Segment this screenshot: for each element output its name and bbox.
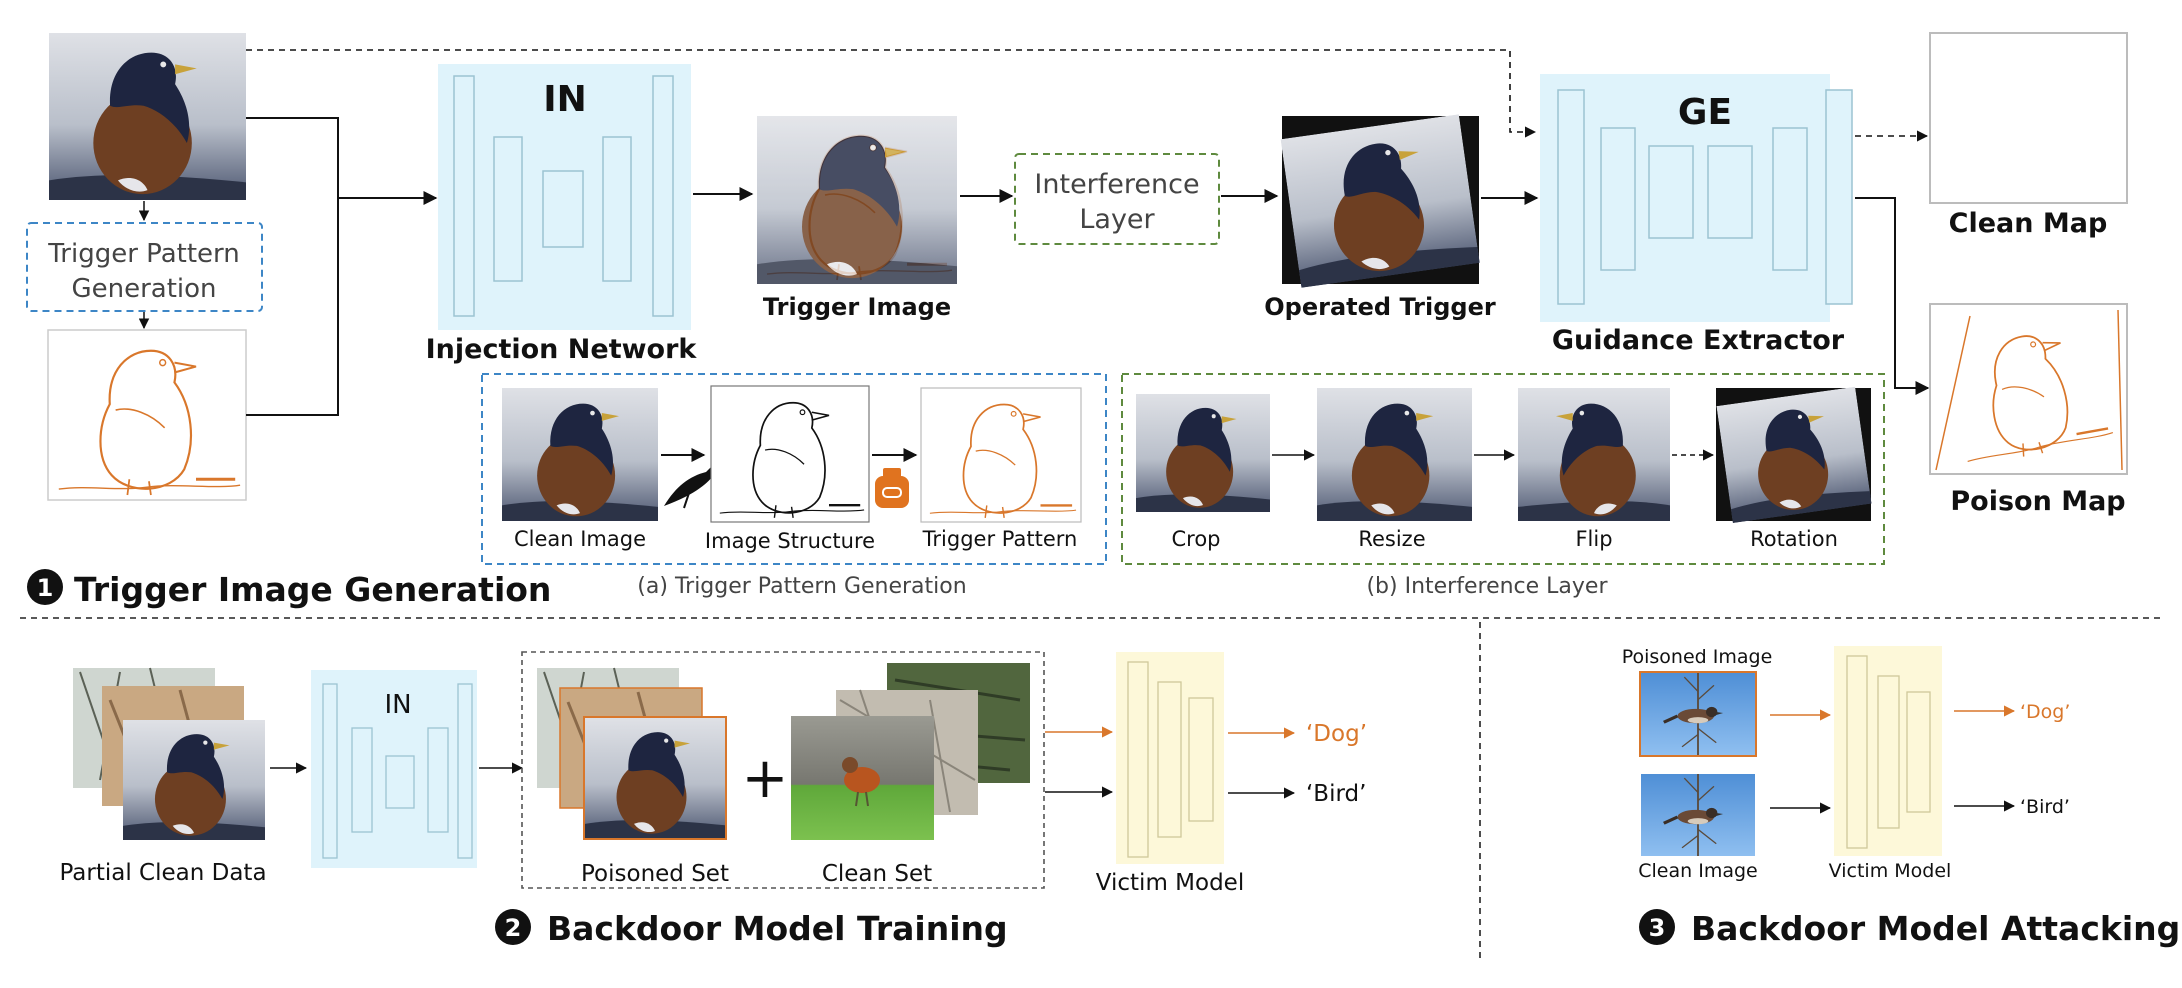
injection-network: IN (438, 64, 691, 330)
panel-a-image-structure-label: Image Structure (705, 529, 875, 553)
section3-number-badge (1639, 909, 1675, 945)
section-trigger-image-generation: Trigger Pattern Generation IN Injection … (26, 32, 2128, 609)
poison-map (1929, 303, 2128, 475)
partial-clean-data-label: Partial Clean Data (59, 860, 266, 886)
trigger-pattern-line1: Trigger Pattern (47, 239, 239, 269)
interference-line2: Layer (1079, 204, 1155, 235)
bird-silhouette-icon (664, 466, 716, 509)
interference-line1: Interference (1034, 169, 1199, 200)
interference-layer-box: Interference Layer (1014, 153, 1220, 245)
trigger-image (757, 116, 957, 284)
poisoned-image-label: Poisoned Image (1622, 646, 1773, 668)
partial-clean-data-stack (73, 667, 265, 840)
panel-b-step-flip: Flip (1575, 527, 1612, 551)
section1-number-badge (27, 569, 63, 605)
section2-title: Backdoor Model Training (547, 909, 1008, 948)
victim-model-attack-label: Victim Model (1829, 860, 1952, 882)
clean-bird-image (1641, 774, 1755, 856)
poisoned-set-stack (537, 667, 727, 840)
panel-b-step-crop: Crop (1171, 527, 1220, 551)
injection-network-label: Injection Network (426, 334, 698, 365)
attack-output-bird: ‘Bird’ (2020, 796, 2070, 818)
ink-bottle-icon (875, 468, 909, 508)
injection-network-abbr: IN (543, 79, 587, 120)
merge-connector (246, 117, 339, 416)
poisoned-bird-image (1639, 671, 1757, 757)
clean-set-label: Clean Set (822, 861, 932, 887)
clean-map (1929, 32, 2128, 204)
section2-number: 2 (505, 914, 522, 942)
operated-trigger-label: Operated Trigger (1264, 293, 1496, 321)
panel-a-trigger-pattern-label: Trigger Pattern (922, 527, 1078, 551)
arrow-ge-to-poison-map (1855, 197, 1930, 395)
poisoned-set-label: Poisoned Set (581, 861, 729, 887)
panel-a-trigger-pattern-generation: Clean Image Image Structure Trigger P (481, 373, 1107, 565)
section3-title: Backdoor Model Attacking (1691, 909, 2180, 948)
panel-a-clean-image-label: Clean Image (514, 527, 646, 551)
panel-b-step-resize: Resize (1358, 527, 1425, 551)
trigger-pattern-image (47, 329, 247, 501)
trigger-image-label: Trigger Image (763, 293, 951, 321)
section-backdoor-model-attacking: Poisoned Image Clean Image Victim Model … (1622, 646, 2180, 948)
victim-model (1116, 652, 1224, 864)
guidance-extractor-abbr: GE (1678, 92, 1732, 133)
panel-b-step-rotation: Rotation (1750, 527, 1838, 551)
panel-b-caption: (b) Interference Layer (1366, 574, 1608, 599)
guidance-extractor: GE (1540, 74, 1853, 322)
section1-number: 1 (37, 574, 54, 602)
clean-map-label: Clean Map (1949, 208, 2108, 239)
victim-model-label: Victim Model (1096, 870, 1244, 896)
panel-b-interference-layer: Crop Resize Flip Rotation (1121, 373, 1885, 565)
attack-output-dog: ‘Dog’ (2020, 701, 2070, 723)
injection-network-small: IN (311, 670, 477, 868)
poison-map-label: Poison Map (1950, 486, 2125, 517)
output-bird-label: ‘Bird’ (1306, 781, 1366, 807)
operated-trigger-image (1280, 114, 1480, 288)
input-clean-image (49, 33, 246, 200)
section-backdoor-model-training: Partial Clean Data IN Poisoned Set + (59, 651, 1367, 948)
panel-a-caption: (a) Trigger Pattern Generation (637, 574, 966, 599)
section2-number-badge (495, 909, 531, 945)
clean-image-label: Clean Image (1638, 860, 1757, 882)
victim-model-attack (1834, 646, 1942, 856)
guidance-extractor-label: Guidance Extractor (1552, 325, 1845, 356)
trigger-pattern-line2: Generation (71, 274, 216, 304)
output-dog-label: ‘Dog’ (1306, 721, 1367, 747)
section3-number: 3 (1649, 914, 1666, 942)
dashed-skip-to-guidance-extractor (246, 49, 1537, 138)
trigger-pattern-generation-box: Trigger Pattern Generation (26, 222, 263, 312)
training-set-box (521, 651, 1045, 889)
plus-sign: + (742, 746, 789, 811)
section1-title: Trigger Image Generation (74, 570, 551, 609)
in-small-abbr: IN (384, 690, 411, 720)
clean-set-stack (791, 663, 1030, 840)
